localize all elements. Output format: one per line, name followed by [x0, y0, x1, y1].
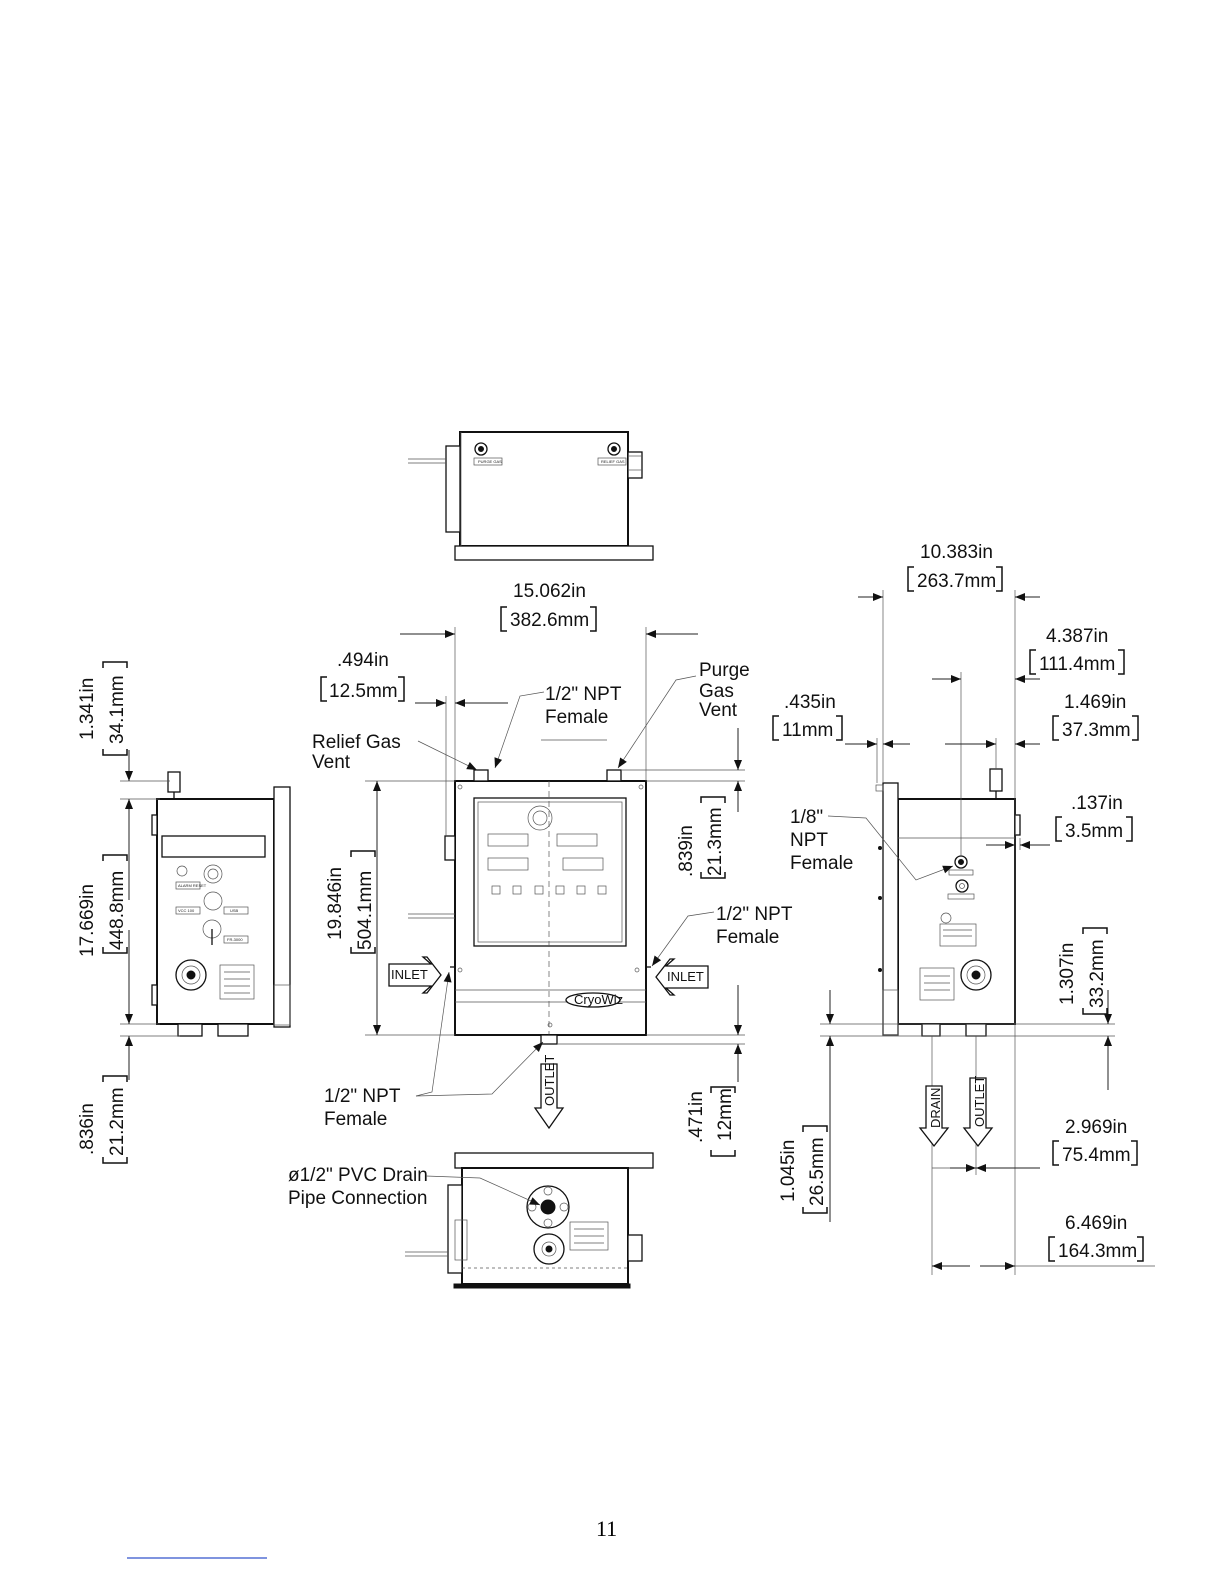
alarm-reset-tag: ALARM RESET: [178, 883, 207, 888]
relief-gas-label-2: Vent: [312, 752, 351, 773]
left-body-mm: 448.8mm: [107, 871, 128, 950]
outlet-spacing-mm: 164.3mm: [1058, 1241, 1137, 1262]
relief-gas-label-1: Relief Gas: [312, 732, 401, 753]
fit-small-in: 1.469in: [1064, 692, 1126, 713]
depth-in: 10.383in: [920, 542, 993, 563]
left-dimensions: 1.341in 34.1mm 17.669in 448.8mm .836in 2…: [77, 661, 180, 1164]
drain-spacing-in: 2.969in: [1065, 1117, 1127, 1138]
right-text: 10.383in 263.7mm 4.387in 111.4mm 1.469in…: [772, 542, 1144, 1262]
front-view: CryoWiz: [408, 769, 651, 1045]
right-bottom-mm: 26.5mm: [807, 1137, 828, 1206]
width-in: 15.062in: [513, 581, 586, 602]
left-view: ALARM RESET VCC 100 USB FR-3000: [151, 771, 291, 1037]
right-view: [875, 768, 1021, 1037]
eighth-npt-3: Female: [790, 853, 853, 874]
flange-mm: 11mm: [782, 720, 833, 741]
bottom-npt-label-2: Female: [324, 1109, 387, 1130]
bottom-view: [405, 1152, 654, 1289]
right-bottom-in: 1.045in: [778, 1140, 799, 1202]
usb-tag: USB: [230, 908, 239, 913]
fit-offset-mm: 111.4mm: [1039, 654, 1115, 675]
front-outlet-label: OUTLET: [542, 1055, 557, 1106]
drain-pipe-label-2: Pipe Connection: [288, 1188, 427, 1209]
inlet-right-label: INLET: [667, 969, 704, 984]
eighth-npt-1: 1/8": [790, 807, 823, 828]
depth-mm: 263.7mm: [917, 571, 996, 592]
page-number: 11: [596, 1516, 617, 1541]
vcc-tag: VCC 100: [178, 908, 195, 913]
fit-small-mm: 37.3mm: [1062, 720, 1131, 741]
bottom-npt-label-1: 1/2" NPT: [324, 1086, 401, 1107]
right-npt-label-2: Female: [716, 927, 779, 948]
fit-height-mm: 21.3mm: [705, 807, 726, 876]
bottom-text: ø1/2" PVC Drain Pipe Connection: [288, 1165, 541, 1209]
left-top-in: 1.341in: [77, 678, 98, 740]
purge-label-2: Gas: [699, 681, 734, 702]
left-bottom-in: .836in: [77, 1103, 98, 1155]
outlet-drop-in: .471in: [686, 1091, 707, 1143]
top-view: PURGE GAS RELIEF GAS: [408, 431, 654, 561]
height-in: 19.846in: [325, 867, 346, 940]
fit-offset-in: 4.387in: [1046, 626, 1108, 647]
right-npt-label-1: 1/2" NPT: [716, 904, 793, 925]
eighth-npt-2: NPT: [790, 830, 828, 851]
drain-spacing-mm: 75.4mm: [1062, 1145, 1131, 1166]
flange-in: .435in: [784, 692, 836, 713]
left-top-mm: 34.1mm: [107, 675, 128, 744]
purge-label-3: Vent: [699, 700, 738, 721]
front-text: 15.062in 382.6mm .494in 12.5mm Relief Ga…: [312, 581, 793, 1157]
fit-height-in: .839in: [676, 825, 697, 877]
offset-mm: 12.5mm: [329, 681, 398, 702]
drain-arrow-label: DRAIN: [928, 1088, 943, 1128]
side-offset-mm: 3.5mm: [1065, 821, 1123, 842]
height-mm: 504.1mm: [355, 871, 376, 950]
top-npt-label-1: 1/2" NPT: [545, 684, 622, 705]
right-dimensions: [820, 590, 1155, 1275]
drain-pipe-label-1: ø1/2" PVC Drain: [288, 1165, 428, 1186]
offset-in: .494in: [337, 650, 389, 671]
brand-name: CryoWiz: [574, 992, 623, 1007]
right-outlet-arrow-label: OUTLET: [972, 1076, 987, 1127]
inlet-left-label: INLET: [391, 967, 428, 982]
side-offset-in: .137in: [1071, 793, 1123, 814]
fr-tag: FR-3000: [227, 937, 243, 942]
port-height-in: 1.307in: [1057, 943, 1078, 1005]
purge-label-1: Purge: [699, 660, 750, 681]
top-npt-label-2: Female: [545, 707, 608, 728]
cryowiz-logo: [565, 992, 621, 1008]
outlet-drop-mm: 12mm: [715, 1088, 736, 1141]
front-dimensions: [365, 627, 745, 1082]
front-panel-buttons: [491, 885, 607, 895]
port-height-mm: 33.2mm: [1087, 939, 1108, 1008]
purge-gas-tag: PURGE GAS: [478, 459, 502, 464]
relief-gas-tag: RELIEF GAS: [601, 459, 625, 464]
left-body-in: 17.669in: [77, 884, 98, 957]
left-bottom-mm: 21.2mm: [107, 1087, 128, 1156]
outlet-spacing-in: 6.469in: [1065, 1213, 1127, 1234]
width-mm: 382.6mm: [510, 610, 589, 631]
